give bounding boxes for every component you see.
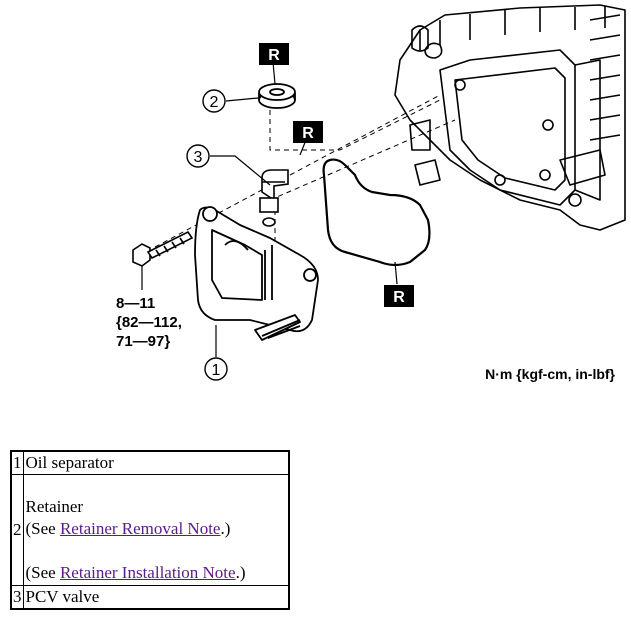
part-name: PCV valve xyxy=(22,585,289,610)
callout-1: 1 xyxy=(204,357,228,381)
part-name: Retainer xyxy=(25,497,84,516)
torque-spec: 8—11 {82—112, 71—97} xyxy=(116,295,182,350)
removal-note: (See Retainer Removal Note.) xyxy=(25,519,231,538)
svg-text:71—97}: 71—97} xyxy=(116,333,170,350)
part-description: Retainer (See Retainer Removal Note.) (S… xyxy=(22,474,289,586)
replace-marker-retainer: R xyxy=(259,43,289,65)
retainer-illustration xyxy=(258,83,296,109)
gasket-illustration xyxy=(322,158,431,267)
svg-text:{82—112,: {82—112, xyxy=(116,314,182,331)
svg-text:R: R xyxy=(268,47,280,64)
svg-text:1: 1 xyxy=(212,362,221,379)
pcv-valve-illustration xyxy=(259,169,289,227)
parts-table: 1 Oil separator 2 Retainer (See Retainer… xyxy=(10,450,290,610)
svg-text:R: R xyxy=(302,125,314,142)
installation-note: (See Retainer Installation Note.) xyxy=(25,563,246,582)
alignment-lines xyxy=(154,94,456,248)
callout-3: 3 xyxy=(186,144,210,168)
table-row: 2 Retainer (See Retainer Removal Note.) … xyxy=(10,474,289,586)
table-row: 3 PCV valve xyxy=(10,585,289,610)
oil-separator-illustration xyxy=(194,206,319,341)
svg-text:3: 3 xyxy=(194,149,203,166)
torque-units: N·m {kgf-cm, in-lbf} xyxy=(485,366,615,382)
part-number: 2 xyxy=(10,474,24,586)
replace-marker-gasket: R xyxy=(384,285,414,307)
retainer-removal-note-link[interactable]: Retainer Removal Note xyxy=(59,519,221,538)
table-row: 1 Oil separator xyxy=(10,450,289,475)
replace-marker-pcv: R xyxy=(293,121,323,143)
part-number: 3 xyxy=(10,585,24,610)
callout-2: 2 xyxy=(202,89,226,113)
svg-text:2: 2 xyxy=(210,94,219,111)
engine-block-illustration xyxy=(394,4,626,231)
svg-text:R: R xyxy=(393,289,405,306)
bolt-illustration xyxy=(132,230,194,267)
svg-text:8—11: 8—11 xyxy=(116,295,155,312)
part-number: 1 xyxy=(10,450,24,475)
retainer-installation-note-link[interactable]: Retainer Installation Note xyxy=(59,563,236,582)
exploded-diagram: 2 3 1 R R R 8—11 {82—112, 71—97} N·m {kg… xyxy=(116,4,626,382)
part-name: Oil separator xyxy=(22,450,289,475)
